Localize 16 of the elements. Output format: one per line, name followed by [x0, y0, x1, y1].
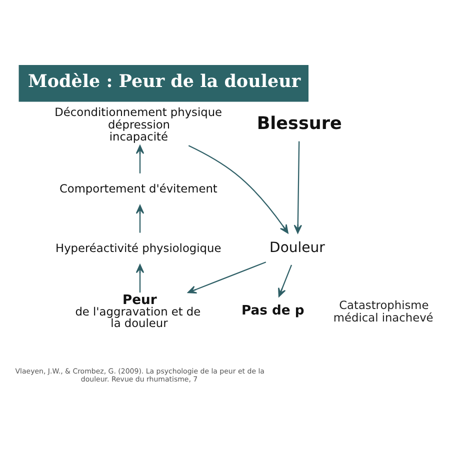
node-text: Blessure	[256, 113, 342, 134]
node-text: Douleur	[270, 240, 325, 256]
arrow	[278, 264, 292, 297]
label: Catastrophisme médical inachevé	[333, 298, 434, 324]
node-text: Pas de p	[242, 302, 304, 318]
node-text: Comportement d'évitement	[59, 180, 218, 195]
arrow	[136, 204, 144, 232]
arrow	[136, 264, 144, 292]
node-text: Hyperéactivité physiologique	[56, 240, 222, 254]
node-text: Déconditionnement physique dépression incapacité	[54, 104, 222, 144]
arrow	[136, 144, 144, 173]
arrow	[188, 261, 266, 294]
arrow	[294, 140, 302, 234]
node-text: Peur de l'aggravation et de la douleur	[75, 292, 201, 330]
arrow	[188, 144, 288, 233]
diagram-title: Modèle : Peur de la douleur	[28, 71, 301, 92]
